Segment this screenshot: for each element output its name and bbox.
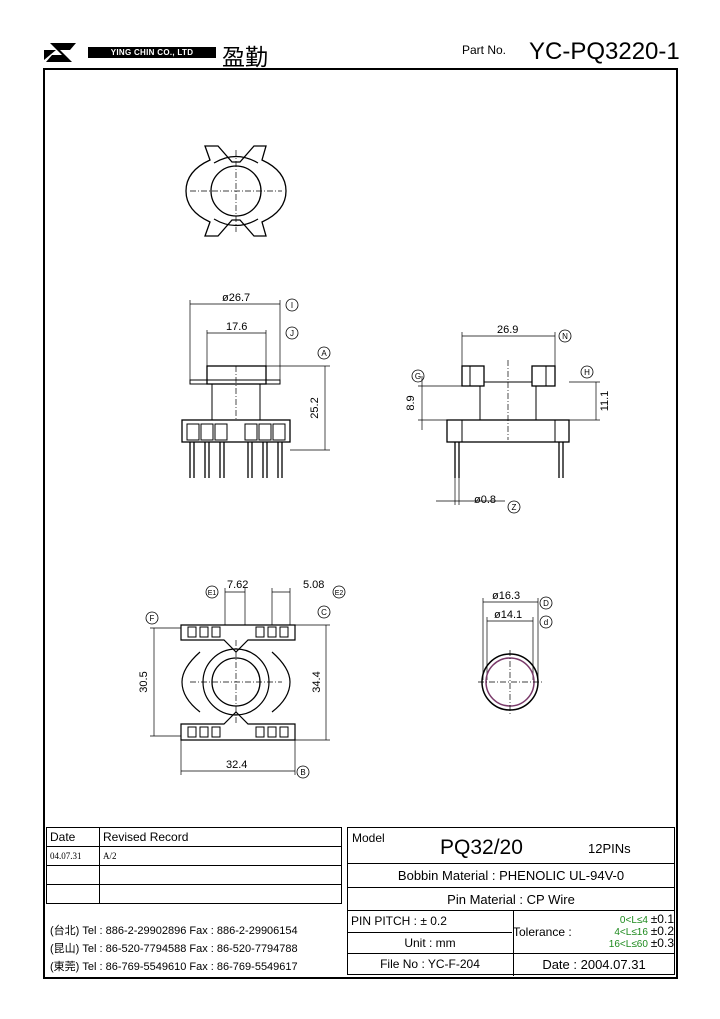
dim-pitch-a: 7.62 [227, 579, 248, 591]
marker-a: A [321, 349, 327, 358]
dim-front-height: 25.2 [309, 397, 321, 418]
contact-dongguan: (東莞) Tel : 86-769-5549610 Fax : 86-769-5… [50, 961, 298, 973]
pin-count: 12PINs [588, 841, 631, 856]
marker-j: J [290, 329, 294, 338]
tolerance-row-3: 16<L≤60 ±0.3 [582, 936, 674, 950]
spec-box [347, 827, 675, 976]
marker-c: C [321, 608, 327, 617]
tolerance-label: Tolerance : [513, 925, 572, 939]
revision-record-header: Revised Record [99, 827, 342, 847]
company-logo-icon [44, 43, 76, 62]
dim-bottom-right-height: 34.4 [311, 671, 323, 692]
dim-side-height: 11.1 [599, 391, 611, 412]
dim-side-flange: 8.9 [405, 395, 417, 410]
tolerance-range-1: 0<L≤4 [619, 915, 648, 926]
bobbin-material: Bobbin Material : PHENOLIC UL-94V-0 [397, 868, 625, 883]
unit: Unit : mm [404, 936, 456, 950]
dim-top-inner: 17.6 [226, 321, 247, 333]
dim-bottom-left-height: 30.5 [138, 671, 150, 692]
company-chinese-name: 盈勤 [222, 45, 268, 71]
file-no: File No : YC-F-204 [380, 957, 480, 971]
side-view [418, 332, 600, 505]
front-view [181, 300, 330, 478]
revision-row-date: 04.07.31 [46, 846, 100, 866]
dim-top-outer: ø26.7 [222, 292, 250, 304]
tolerance-value-1: ±0.1 [650, 912, 674, 926]
company-name: YING CHIN CO., LTD [88, 47, 216, 58]
marker-z: Z [512, 503, 517, 512]
revision-empty-cell [99, 884, 342, 904]
dim-pin-dia: ø0.8 [474, 494, 496, 506]
model-value: PQ32/20 [440, 836, 523, 859]
revision-empty-cell [46, 865, 100, 885]
dim-side-width: 26.9 [497, 324, 518, 336]
tube-section [478, 598, 542, 714]
bottom-view [150, 588, 330, 775]
dim-pitch-b: 5.08 [303, 579, 324, 591]
revision-table: Date Revised Record 04.07.31 A/2 [46, 827, 342, 904]
marker-d-upper: D [543, 599, 549, 608]
part-no-label: Part No. [462, 43, 507, 57]
tolerance-range-3: 16<L≤60 [608, 939, 648, 950]
marker-n: N [562, 332, 568, 341]
dim-tube-inner: ø14.1 [494, 609, 522, 621]
revision-row-record: A/2 [99, 846, 342, 866]
tolerance-value-2: ±0.2 [650, 924, 674, 938]
marker-g: G [415, 372, 421, 381]
marker-d-lower: d [544, 618, 548, 627]
marker-e2: E2 [335, 590, 344, 597]
revision-date-header: Date [46, 827, 100, 847]
technical-drawing: ø26.7 17.6 25.2 26.9 8.9 11.1 ø0.8 7.62 … [138, 145, 611, 779]
drawing-date: Date : 2004.07.31 [542, 957, 646, 972]
pin-pitch: PIN PITCH : ± 0.2 [351, 914, 447, 928]
marker-h: H [584, 368, 590, 377]
top-view [185, 145, 287, 237]
part-no-value: YC-PQ3220-1 [529, 38, 680, 65]
dim-bottom-width: 32.4 [226, 759, 247, 771]
tolerance-row-2: 4<L≤16 ±0.2 [582, 924, 674, 938]
drawing-frame [43, 68, 678, 979]
contact-taipei: (台北) Tel : 886-2-29902896 Fax : 886-2-29… [50, 925, 298, 937]
tolerance-row-1: 0<L≤4 ±0.1 [582, 912, 674, 926]
model-label: Model [352, 831, 385, 845]
pin-material: Pin Material : CP Wire [447, 892, 575, 907]
marker-i: I [291, 301, 293, 310]
marker-f: F [150, 614, 155, 623]
dim-tube-outer: ø16.3 [492, 590, 520, 602]
contact-kunshan: (昆山) Tel : 86-520-7794588 Fax : 86-520-7… [50, 943, 298, 955]
marker-e1: E1 [208, 590, 217, 597]
revision-empty-cell [99, 865, 342, 885]
marker-b: B [300, 768, 305, 777]
revision-empty-cell [46, 884, 100, 904]
tolerance-range-2: 4<L≤16 [614, 927, 648, 938]
tolerance-value-3: ±0.3 [650, 936, 674, 950]
